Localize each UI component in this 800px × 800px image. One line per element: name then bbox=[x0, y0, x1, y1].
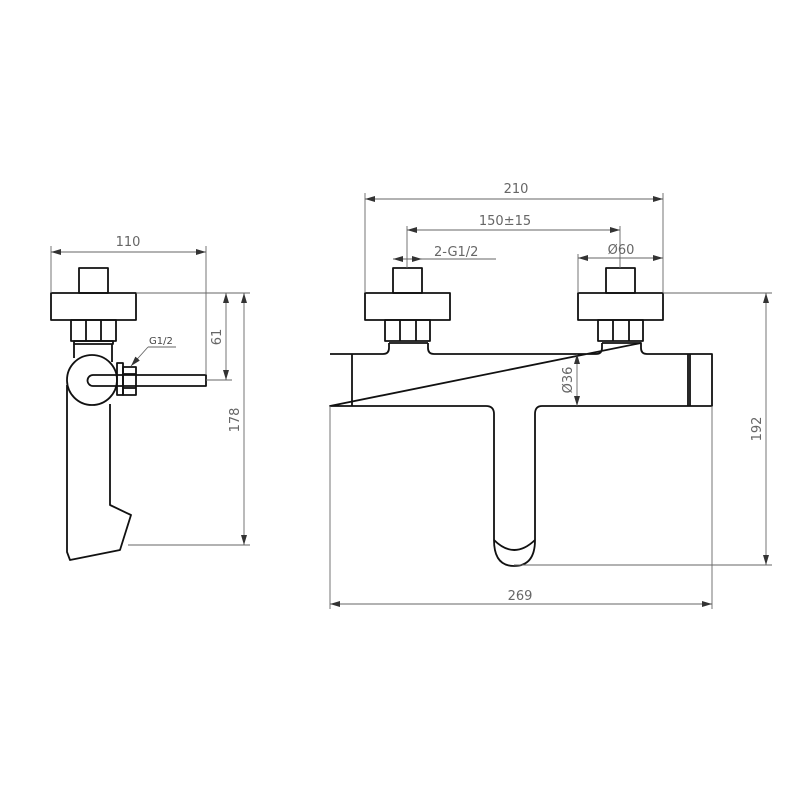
dim-label-269: 269 bbox=[508, 589, 533, 604]
dim-label-110: 110 bbox=[116, 235, 141, 250]
side-view: 110 61 178 G1/2 bbox=[50, 235, 250, 561]
dim-label-210: 210 bbox=[504, 182, 529, 197]
right-flange bbox=[577, 292, 664, 321]
body-neck bbox=[73, 344, 113, 362]
spout-outlet bbox=[493, 539, 536, 551]
spout-profile bbox=[66, 385, 132, 561]
dim-label-61: 61 bbox=[210, 329, 225, 346]
dim-label-d60: Ø60 bbox=[608, 243, 635, 258]
dim-label-178: 178 bbox=[228, 408, 243, 433]
left-hex-nut bbox=[384, 319, 431, 342]
thread-label-g12: G1/2 bbox=[149, 336, 173, 347]
side-nut bbox=[122, 366, 137, 396]
left-flange bbox=[364, 292, 451, 321]
dim-label-150: 150±15 bbox=[479, 214, 531, 229]
right-inlet-nipple bbox=[605, 267, 636, 294]
inlet-nipple bbox=[78, 267, 109, 294]
body-circle bbox=[66, 354, 118, 406]
flange bbox=[50, 292, 137, 321]
dim-label-192: 192 bbox=[750, 417, 765, 442]
dim-label-thread: 2-G1/2 bbox=[434, 245, 478, 260]
lever-handle bbox=[86, 374, 207, 387]
mixer-body bbox=[329, 342, 713, 567]
front-view: 210 150±15 2-G1/2 Ø60 Ø36 192 269 bbox=[329, 182, 772, 609]
right-hex-nut bbox=[597, 319, 644, 342]
dim-label-d36: Ø36 bbox=[561, 367, 576, 394]
hex-nut bbox=[70, 319, 117, 342]
left-inlet-nipple bbox=[392, 267, 423, 294]
